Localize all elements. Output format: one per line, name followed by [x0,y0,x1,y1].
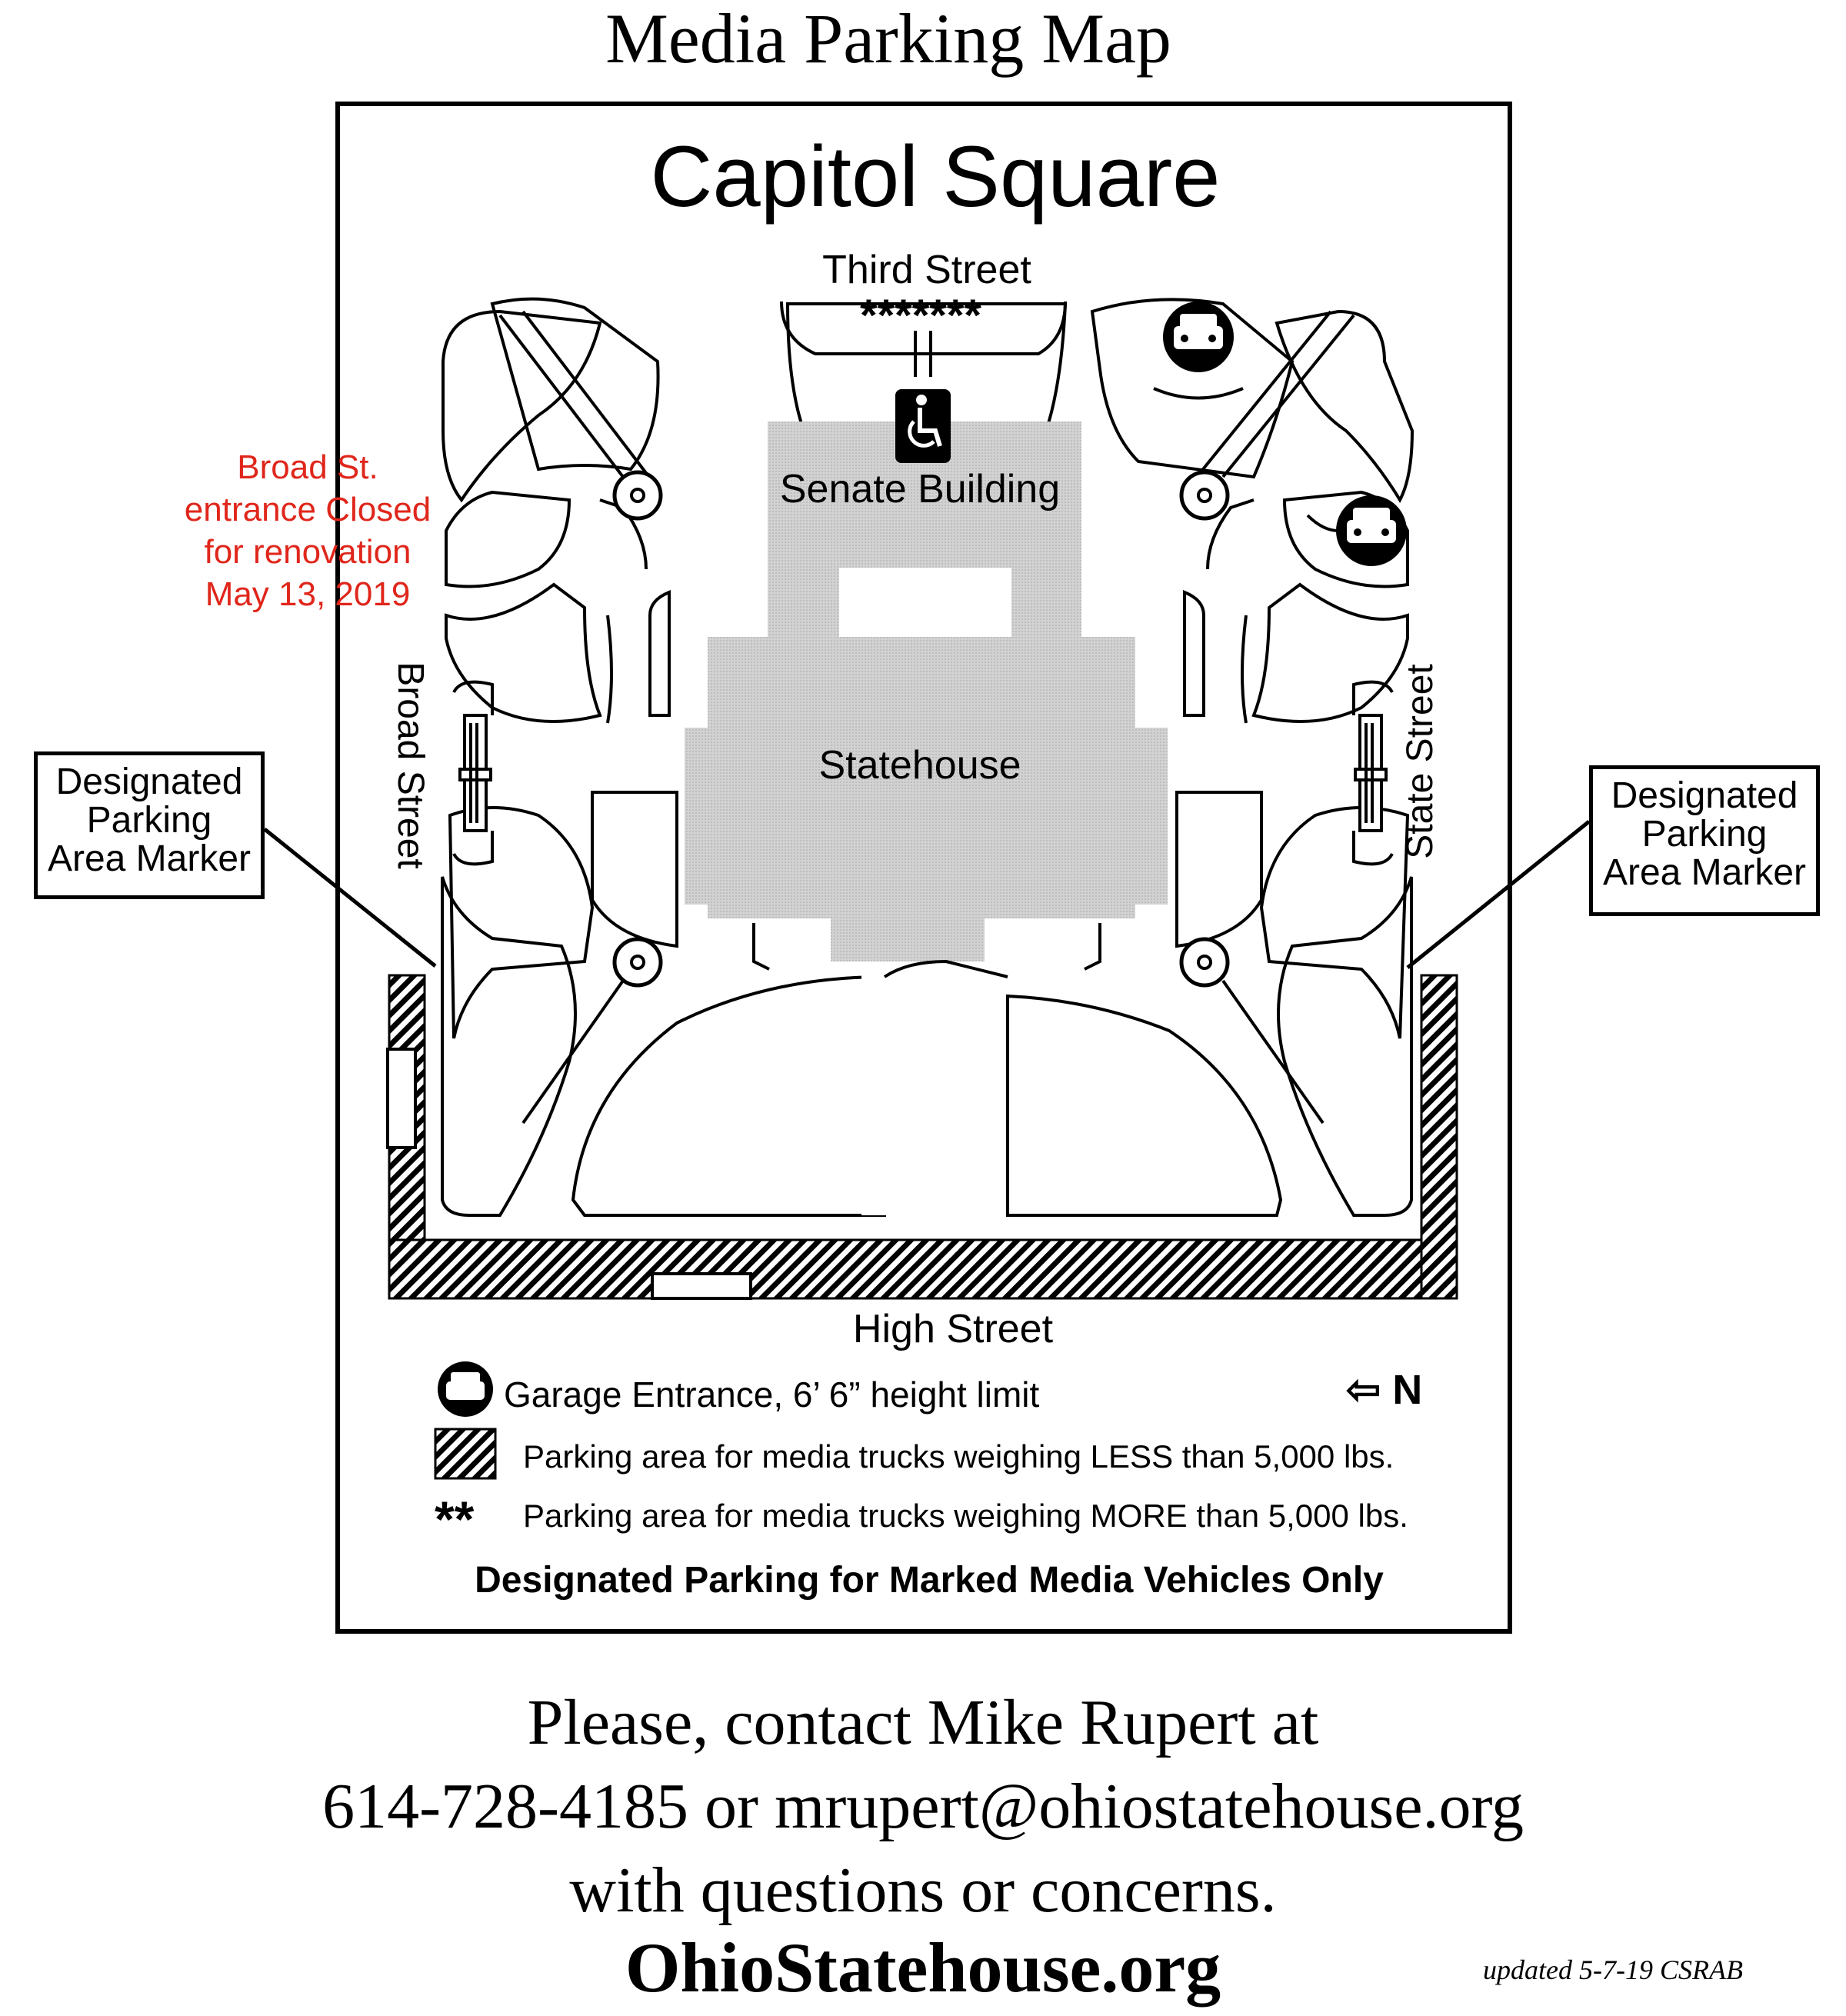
page-title: Media Parking Map [605,0,1171,78]
closure-note-line: May 13, 2019 [205,575,411,613]
south-plaza [883,959,1008,978]
walkways [498,310,1355,1125]
grounds-outline [441,297,1414,1217]
callout-line: Designated [1611,775,1798,816]
street-high: High Street [853,1307,1054,1351]
side-gates [452,680,1394,866]
callout-line: Parking [86,800,212,841]
statehouse-label: Statehouse [818,743,1021,788]
legend: Garage Entrance, 6’ 6” height limit Park… [434,1361,1422,1601]
garage-entrance-icon [1306,495,1407,566]
buildings [685,422,1168,1215]
legend-heavy-trucks: Parking area for media trucks weighing M… [523,1498,1408,1534]
north-arrow-icon: ⇦ N [1346,1367,1422,1413]
closure-note-line: entrance Closed [184,491,432,528]
street-state: State Street [1400,664,1441,858]
closure-note: Broad St. entrance Closed for renovation… [169,446,446,615]
callout-line: Parking [1641,814,1768,855]
website-link[interactable]: OhioStatehouse.org [625,1928,1221,2007]
light-truck-parking-area [386,974,1458,1300]
legend-garage: Garage Entrance, 6’ 6” height limit [504,1375,1040,1415]
callout-line: Designated [55,761,243,802]
wheelchair-accessible-icon [895,389,951,463]
map-frame [335,102,1512,1634]
closure-note-line: for renovation [204,533,412,571]
closure-note-line: Broad St. [237,448,378,486]
updated-note: updated 5-7-19 CSRAB [1483,1954,1743,1985]
legend-heavy-symbol: ** [435,1491,475,1548]
legend-footer: Designated Parking for Marked Media Vehi… [475,1560,1384,1601]
contact-line: with questions or concerns. [569,1854,1277,1926]
callout-leader-left [263,828,437,968]
callout-leader-right [1406,820,1591,969]
legend-hatch-swatch [434,1428,497,1480]
legend-light-trucks: Parking area for media trucks weighing L… [523,1438,1394,1475]
callout-line: Area Marker [1602,852,1807,893]
parking-marker-south [651,1272,752,1300]
callout-line: Area Marker [47,838,252,879]
street-broad: Broad Street [390,661,431,868]
designated-parking-callout-left: Designated Parking Area Marker [34,751,265,899]
designated-parking-callout-right: Designated Parking Area Marker [1589,765,1820,916]
senate-building-label: Senate Building [780,467,1060,511]
garage-entrance-icon [1153,302,1244,400]
map-title: Capitol Square [651,128,1221,225]
heavy-truck-bay [780,301,1067,355]
street-third: Third Street [822,248,1031,292]
garage-entrance-icon [438,1361,493,1417]
contact-line: Please, contact Mike Rupert at [527,1687,1319,1758]
parking-marker-west [386,1048,417,1149]
fountain-circles [612,470,1230,988]
contact-line[interactable]: 614-728-4185 or mrupert@ohiostatehouse.o… [322,1771,1524,1842]
heavy-truck-parking-marker: ******* [860,291,981,341]
contact-info: Please, contact Mike Rupert at 614-728-4… [0,1681,1846,1932]
